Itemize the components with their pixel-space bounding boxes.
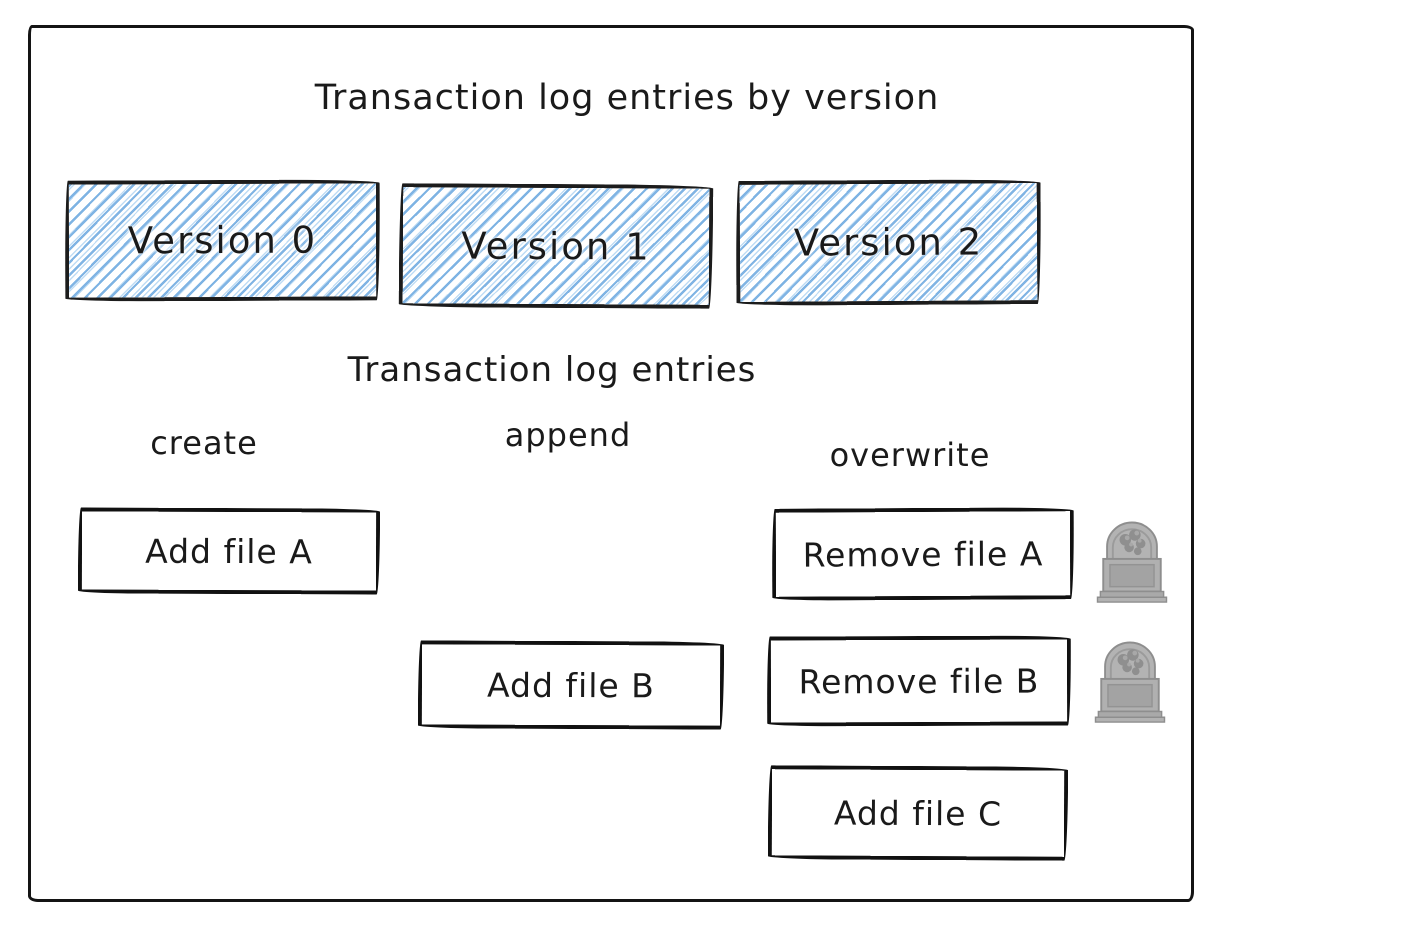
entry-label: Remove file A xyxy=(802,533,1044,575)
entry-label: Add file B xyxy=(487,665,655,705)
headstone-icon xyxy=(1095,511,1169,603)
version-box-1-label: Version 1 xyxy=(461,224,651,268)
version-box-0: Version 0 xyxy=(64,179,381,302)
entry-label: Remove file B xyxy=(798,661,1040,701)
column-header-create: create xyxy=(150,424,258,462)
entry-box-add-file-c: Add file C xyxy=(767,765,1069,861)
entry-label: Add file C xyxy=(833,793,1003,833)
version-box-1: Version 1 xyxy=(398,183,714,309)
headstone-icon xyxy=(1093,631,1167,723)
version-box-2-label: Version 2 xyxy=(793,220,984,265)
entry-box-remove-file-a: Remove file A xyxy=(771,507,1075,601)
column-header-append: append xyxy=(504,416,632,454)
entry-box-add-file-a: Add file A xyxy=(77,507,381,595)
column-header-overwrite: overwrite xyxy=(829,436,991,474)
diagram-title: Transaction log entries by version xyxy=(314,78,940,118)
entry-box-remove-file-b: Remove file B xyxy=(766,635,1072,727)
entry-label: Add file A xyxy=(145,531,313,571)
diagram-frame xyxy=(28,25,1194,902)
version-box-0-label: Version 0 xyxy=(127,218,318,263)
entry-box-add-file-b: Add file B xyxy=(417,640,725,730)
version-box-2: Version 2 xyxy=(735,179,1042,306)
diagram-subtitle: Transaction log entries xyxy=(347,350,757,390)
